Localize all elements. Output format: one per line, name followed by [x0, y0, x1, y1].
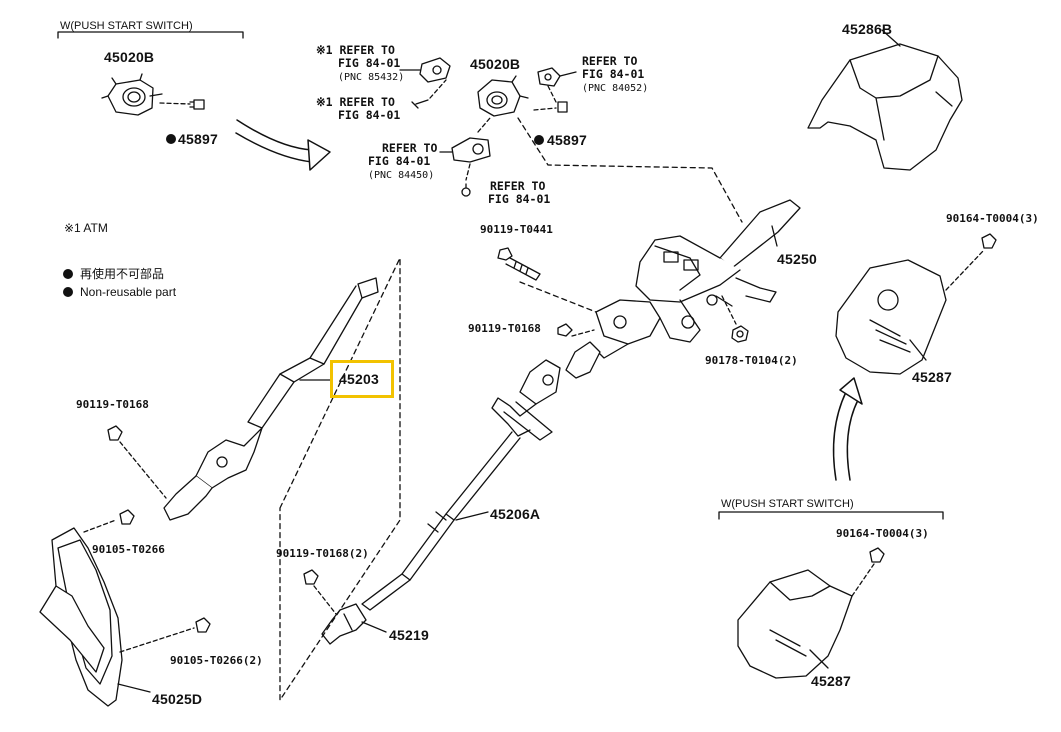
highlight-box-45203 [330, 360, 394, 398]
part-label-45287-bottom[interactable]: 45287 [811, 673, 851, 689]
header-push-start-right: W(PUSH START SWITCH) [721, 498, 854, 510]
part-label-45287-top[interactable]: 45287 [912, 369, 952, 385]
ref-line2: FIG 84-01 [338, 56, 401, 70]
small-screw-ref2[interactable] [411, 99, 429, 109]
direction-arrow-right [832, 377, 863, 481]
switch-part-85432[interactable] [399, 57, 451, 83]
leader-45287-bottom [809, 649, 829, 669]
switch-part-84052[interactable] [537, 67, 577, 87]
ref-line2: FIG 84-01 [488, 192, 551, 206]
nut-90119-T0168-center[interactable] [557, 323, 573, 337]
header-push-start-left: W(PUSH START SWITCH) [60, 20, 193, 32]
screw-90105-T0266-2[interactable] [195, 617, 211, 633]
legend-non-reusable-en: Non-reusable part [80, 285, 177, 299]
group-outline-45203 [279, 257, 401, 701]
ref-line1: REFER TO [490, 179, 546, 193]
part-label-45250[interactable]: 45250 [777, 251, 817, 267]
lower-column-cover-top[interactable] [835, 259, 947, 375]
ignition-switch-left[interactable] [101, 73, 163, 116]
ref-line1: REFER TO [339, 43, 395, 57]
part-label-45897-left[interactable]: 45897 [178, 131, 218, 147]
part-label-90119-T0168-center[interactable]: 90119-T0168 [468, 322, 541, 335]
ignition-switch-center[interactable] [477, 75, 529, 117]
ref-line2: FIG 84-01 [338, 108, 401, 122]
legend-non-reusable-jp: 再使用不可部品 [80, 267, 165, 281]
ref-mark: ※1 [316, 95, 333, 109]
leader-45897-left [159, 102, 191, 105]
nut-90178-T0104[interactable] [731, 325, 749, 343]
part-label-90119-T0441[interactable]: 90119-T0441 [480, 223, 553, 236]
leader-45286B [881, 29, 901, 47]
ref-line2: FIG 84-01 [582, 67, 645, 81]
part-label-90178-T0104[interactable]: 90178-T0104(2) [705, 354, 798, 367]
part-label-45897-center[interactable]: 45897 [547, 132, 587, 148]
leader-45025D [117, 683, 151, 693]
part-label-90164-T0004-top[interactable]: 90164-T0004(3) [946, 212, 1039, 225]
note-atm: ※1 ATM [64, 221, 108, 235]
part-label-90105-T0266[interactable]: 90105-T0266 [92, 543, 165, 556]
part-label-90164-T0004-bottom[interactable]: 90164-T0004(3) [836, 527, 929, 540]
non-reusable-bullet [166, 134, 176, 144]
part-label-90105-T0266-2[interactable]: 90105-T0266(2) [170, 654, 263, 667]
ref-pnc: (PNC 84450) [368, 170, 435, 181]
header-bracket-right [718, 511, 944, 520]
ref-line2: FIG 84-01 [368, 154, 431, 168]
steering-shaft-45203[interactable] [163, 277, 379, 521]
small-screw-ref5[interactable] [461, 183, 471, 197]
legend-bullet [63, 287, 73, 297]
part-label-45206A[interactable]: 45206A [490, 506, 541, 522]
screw-45897-center[interactable] [557, 101, 568, 113]
ref-line1: REFER TO [339, 95, 395, 109]
part-label-45020B-left[interactable]: 45020B [104, 49, 155, 65]
reference-fig-84-01-b[interactable]: REFER TO FIG 84-01 [488, 180, 550, 206]
reference-85432[interactable]: ※1 REFER TO FIG 84-01 (PNC 85432) [316, 44, 404, 84]
steering-column-assembly[interactable] [595, 199, 801, 359]
reference-84052[interactable]: REFER TO FIG 84-01 (PNC 84052) [582, 55, 648, 95]
ref-pnc: (PNC 85432) [338, 72, 405, 83]
yoke-45219[interactable] [321, 603, 367, 645]
column-hole-cover[interactable] [39, 527, 123, 707]
screw-90164-T0004-top[interactable] [981, 233, 997, 249]
part-label-45025D[interactable]: 45025D [152, 691, 203, 707]
bolt-90119-T0441[interactable] [497, 247, 541, 281]
intermediate-shaft[interactable] [361, 341, 601, 611]
leader-45219 [361, 621, 387, 633]
header-bracket-left [57, 31, 244, 39]
bolt-90119-T0168-2[interactable] [303, 569, 319, 585]
ref-pnc: (PNC 84052) [582, 83, 649, 94]
reference-fig-84-01-a[interactable]: ※1 REFER TO FIG 84-01 [316, 96, 400, 122]
part-label-90119-T0168-left[interactable]: 90119-T0168 [76, 398, 149, 411]
part-label-90119-T0168-2[interactable]: 90119-T0168(2) [276, 547, 369, 560]
ref-line1: REFER TO [382, 141, 438, 155]
direction-arrow-left [235, 119, 331, 171]
leader-45287-top [909, 339, 927, 361]
bolt-90119-T0168-left[interactable] [107, 425, 123, 441]
part-label-45219[interactable]: 45219 [389, 627, 429, 643]
ref-mark: ※1 [316, 43, 333, 57]
screw-90164-T0004-bottom[interactable] [869, 547, 885, 563]
reference-84450[interactable]: REFER TO FIG 84-01 (PNC 84450) [368, 142, 437, 182]
screw-90105-T0266[interactable] [119, 509, 135, 525]
screw-45897-left[interactable] [189, 99, 205, 110]
leader-45206A [455, 511, 489, 521]
upper-column-cover[interactable] [807, 43, 963, 171]
legend-bullet [63, 269, 73, 279]
ref-line1: REFER TO [582, 54, 638, 68]
switch-part-84450[interactable] [439, 137, 491, 163]
part-label-45203[interactable]: 45203 [339, 371, 379, 387]
leader-switch-to-column [517, 117, 743, 223]
lower-column-cover-bottom[interactable] [737, 569, 853, 679]
non-reusable-bullet [534, 135, 544, 145]
part-label-45286B[interactable]: 45286B [842, 21, 893, 37]
leader-45250 [771, 225, 778, 247]
part-label-45020B-center[interactable]: 45020B [470, 56, 521, 72]
